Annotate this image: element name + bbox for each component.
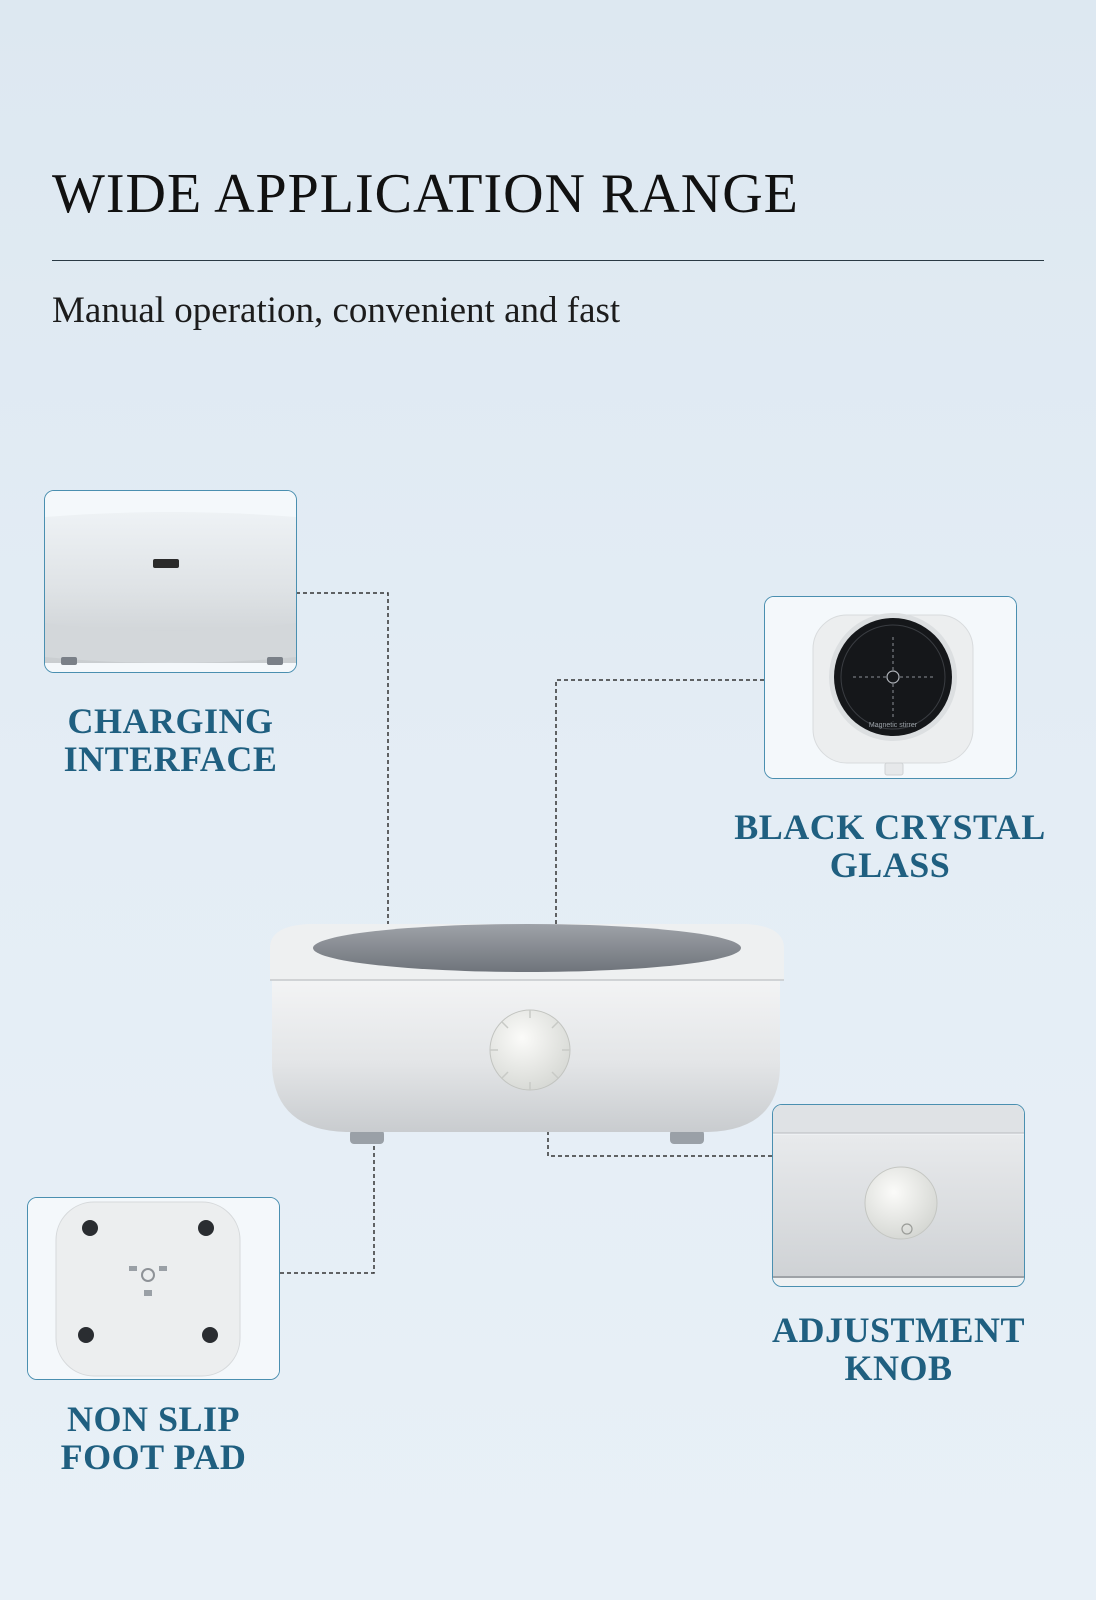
page-subtitle: Manual operation, convenient and fast	[52, 290, 621, 331]
leader-line-footpad	[280, 1140, 375, 1274]
foot-pad-photo	[27, 1197, 280, 1380]
foot-pad-icon	[82, 1220, 98, 1236]
adjustment-knob-photo	[772, 1104, 1025, 1287]
top-view-illustration: Magnetic stirrer	[765, 597, 1016, 778]
magnetic-stirrer-product-image	[270, 924, 784, 1144]
leader-line-charging	[296, 592, 389, 925]
usb-port-icon	[153, 559, 179, 568]
svg-text:Magnetic stirrer: Magnetic stirrer	[869, 722, 918, 729]
knob-icon	[864, 1166, 938, 1240]
bottom-view-illustration	[28, 1198, 279, 1379]
knob-closeup-illustration	[773, 1105, 1024, 1286]
title-divider	[52, 260, 1044, 261]
charging-interface-photo	[44, 490, 297, 673]
leader-line-glass	[555, 679, 764, 948]
page-title: WIDE APPLICATION RANGE	[52, 163, 799, 225]
charging-port-illustration	[45, 491, 296, 672]
black-crystal-glass-photo: Magnetic stirrer	[764, 596, 1017, 779]
